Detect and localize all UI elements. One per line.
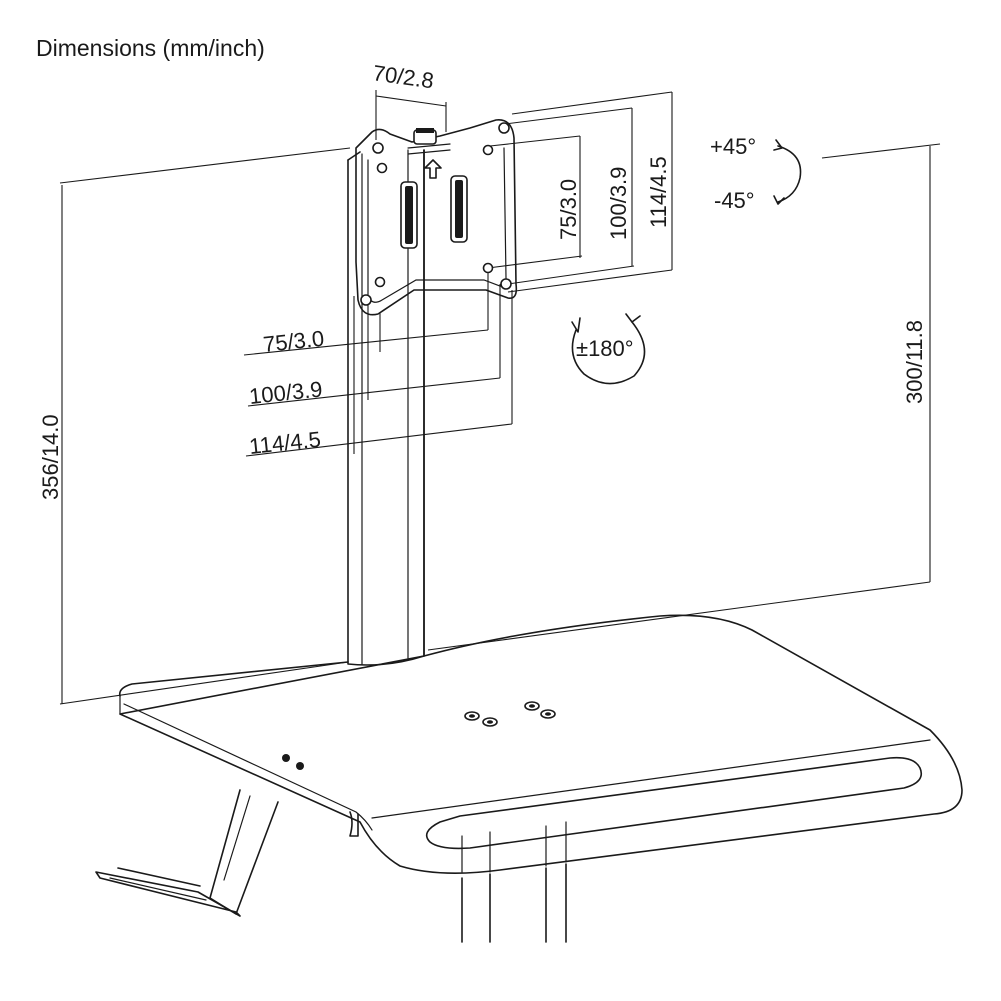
vesa-horizontal-dimensions: 75/3.0 100/3.9 114/4.5 [243, 268, 513, 459]
vesa-114-horizontal-label: 114/4.5 [248, 427, 322, 459]
vesa-100-horizontal-label: 100/3.9 [248, 376, 324, 409]
swivel-label: ±180° [576, 336, 634, 361]
total-height-label: 356/14.0 [38, 414, 63, 500]
vesa-75-vertical-label: 75/3.0 [556, 179, 581, 240]
vesa-75-horizontal-label: 75/3.0 [262, 326, 325, 357]
tilt-down-label: -45° [714, 188, 755, 213]
arm-width-dimension: 70/2.8 [371, 60, 447, 140]
desk-platform [118, 614, 963, 874]
total-height-dimension: 356/14.0 [38, 185, 349, 705]
tilt-up-label: +45° [710, 134, 756, 159]
arm-width-label: 70/2.8 [371, 60, 435, 93]
vesa-114-vertical-label: 114/4.5 [646, 156, 671, 228]
perspective-lines [59, 91, 941, 184]
max-height-dimension: 300/11.8 [427, 146, 931, 651]
swivel-indicator: ±180° [571, 313, 646, 385]
max-height-label: 300/11.8 [902, 320, 927, 404]
lower-bracket [95, 789, 279, 917]
drawing-title: Dimensions (mm/inch) [36, 35, 265, 61]
up-arrow-icon [424, 159, 442, 179]
rotation-arrow-icon [571, 321, 646, 385]
tilt-indicator: +45° -45° [710, 134, 802, 213]
support-legs [461, 821, 567, 943]
vesa-plate [355, 119, 518, 316]
vesa-vertical-dimensions: 75/3.0 100/3.9 114/4.5 [487, 92, 673, 293]
vesa-100-vertical-label: 100/3.9 [606, 167, 631, 240]
tilt-arrow-icon [777, 145, 802, 203]
